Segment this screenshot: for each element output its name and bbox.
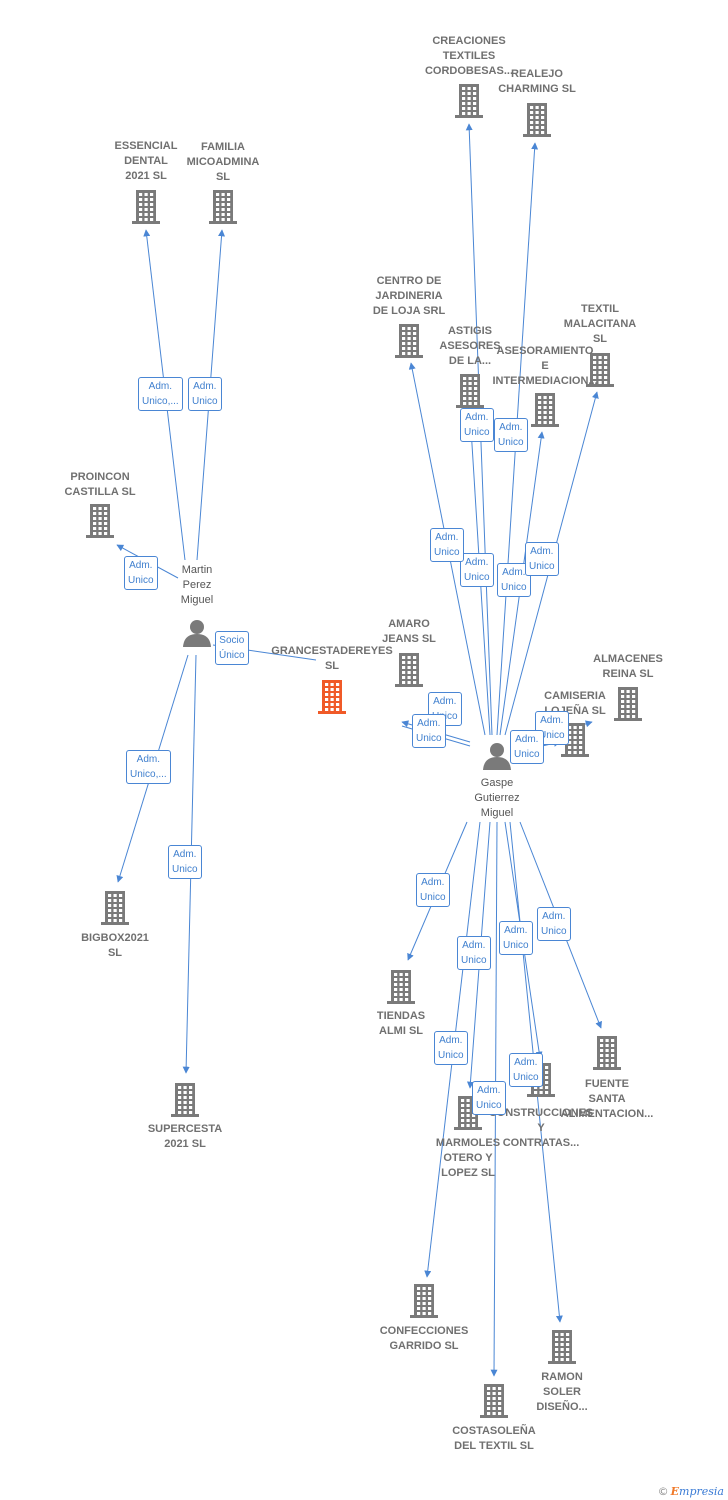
person-martin-label: Martin Perez Miguel [180, 564, 214, 606]
role-badge-gaspe-creaciones[interactable]: Adm. Unico [460, 553, 494, 587]
role-badge-martin-familia[interactable]: Adm. Unico [188, 377, 222, 411]
company-supercesta-label: SUPERCESTA 2021 SL [147, 1123, 223, 1150]
company-construcciones-label: CONSTRUCCIONES Y CONTRATAS... [488, 1107, 594, 1149]
role-badge-gaspe-tiendas[interactable]: Adm. Unico [416, 873, 450, 907]
company-almacenes-icon[interactable] [614, 687, 642, 721]
company-realejo-label: REALEJO CHARMING SL [498, 68, 576, 95]
role-badge-martin-esencial[interactable]: Adm. Unico,... [138, 377, 183, 411]
company-familia-icon[interactable] [209, 190, 237, 224]
role-badge-gaspe-confecciones[interactable]: Adm. Unico [434, 1031, 468, 1065]
role-badge-gaspe-ramon[interactable]: Adm. Unico [509, 1053, 543, 1087]
company-amaro-label: AMARO JEANS SL [382, 618, 436, 645]
brand-rest: mpresia [679, 1485, 724, 1498]
company-esencial-icon[interactable] [132, 190, 160, 224]
company-astigis-label: ASTIGIS ASESORES DE LA... [439, 325, 501, 367]
company-supercesta-icon[interactable] [171, 1083, 199, 1117]
role-badge-gaspe-costasolena[interactable]: Adm. Unico [472, 1081, 506, 1115]
role-badge-gaspe-amaro[interactable]: Adm. Unico [412, 714, 446, 748]
person-martin-icon[interactable] [183, 620, 211, 647]
company-textil-label: TEXTIL MALACITANA SL [563, 303, 637, 345]
role-badge-gaspe-marmoles[interactable]: Adm. Unico [457, 936, 491, 970]
company-tiendas-icon[interactable] [387, 970, 415, 1004]
company-confecciones-icon[interactable] [410, 1284, 438, 1318]
role-badge-martin-supercesta[interactable]: Adm. Unico [168, 845, 202, 879]
company-almacenes-label: ALMACENES REINA SL [593, 653, 663, 680]
empresia-watermark: ©Empresia [658, 1485, 724, 1498]
company-astigis-icon[interactable] [456, 374, 484, 408]
company-realejo-icon[interactable] [523, 103, 551, 137]
company-esencial-label: ESSENCIAL DENTAL 2021 SL [114, 140, 178, 182]
role-badge-gaspe-textil[interactable]: Adm. Unico [525, 542, 559, 576]
company-centro-icon[interactable] [395, 324, 423, 358]
company-bigbox-label: BIGBOX2021 SL [81, 932, 149, 959]
company-asesoramiento-icon[interactable] [531, 393, 559, 427]
role-badge-martin-bigbox[interactable]: Adm. Unico,... [126, 750, 171, 784]
company-ramon-icon[interactable] [548, 1330, 576, 1364]
company-ramon-label: RAMON SOLER DISEÑO... [536, 1371, 588, 1413]
company-fuente-label: FUENTE SANTA ALIMENTACION... [560, 1078, 654, 1120]
brand-initial: E [670, 1485, 680, 1498]
copyright-symbol: © [657, 1485, 669, 1498]
center-company-icon[interactable] [318, 680, 346, 714]
company-fuente-icon[interactable] [593, 1036, 621, 1070]
company-familia-label: FAMILIA MICOADMINA SL [186, 141, 260, 183]
company-bigbox-icon[interactable] [101, 891, 129, 925]
role-badge-gaspe-construcciones[interactable]: Adm. Unico [499, 921, 533, 955]
company-camiseria-icon[interactable] [561, 723, 589, 757]
center-company-label: GRANCESTADEREYES SL [271, 645, 393, 672]
company-confecciones-label: CONFECCIONES GARRIDO SL [379, 1325, 469, 1352]
company-marmoles-label: MARMOLES OTERO Y LOPEZ SL [435, 1137, 501, 1179]
company-textil-icon[interactable] [586, 353, 614, 387]
role-badge-gaspe-realejo[interactable]: Adm. Unico [497, 563, 531, 597]
role-badge-gaspe-fuente[interactable]: Adm. Unico [537, 907, 571, 941]
company-amaro-icon[interactable] [395, 653, 423, 687]
company-tiendas-label: TIENDAS ALMI SL [376, 1010, 426, 1037]
company-proincon-icon[interactable] [86, 504, 114, 538]
company-costasolena-label: COSTASOLEÑA DEL TEXTIL SL [452, 1425, 536, 1452]
company-proincon-label: PROINCON CASTILLA SL [64, 471, 136, 498]
person-gaspe-label: Gaspe Gutierrez Miguel [474, 777, 520, 819]
role-badge-martin-proincon[interactable]: Adm. Unico [124, 556, 158, 590]
company-creaciones-icon[interactable] [455, 84, 483, 118]
role-badge-martin-center[interactable]: Socio Único [215, 631, 249, 665]
company-creaciones-label: CREACIONES TEXTILES CORDOBESAS... [424, 35, 514, 77]
person-gaspe-icon[interactable] [483, 743, 511, 770]
role-badge-gaspe-asesoramiento[interactable]: Adm. Unico [494, 418, 528, 452]
role-badge-gaspe-camiseria[interactable]: Adm. Unico [510, 730, 544, 764]
role-badge-gaspe-centro[interactable]: Adm. Unico [430, 528, 464, 562]
company-costasolena-icon[interactable] [480, 1384, 508, 1418]
company-centro-label: CENTRO DE JARDINERIA DE LOJA SRL [372, 275, 446, 317]
role-badge-gaspe-astigis[interactable]: Adm. Unico [460, 408, 494, 442]
company-asesoramiento-label: ASESORAMIENTO E INTERMEDIACION... [492, 345, 598, 387]
